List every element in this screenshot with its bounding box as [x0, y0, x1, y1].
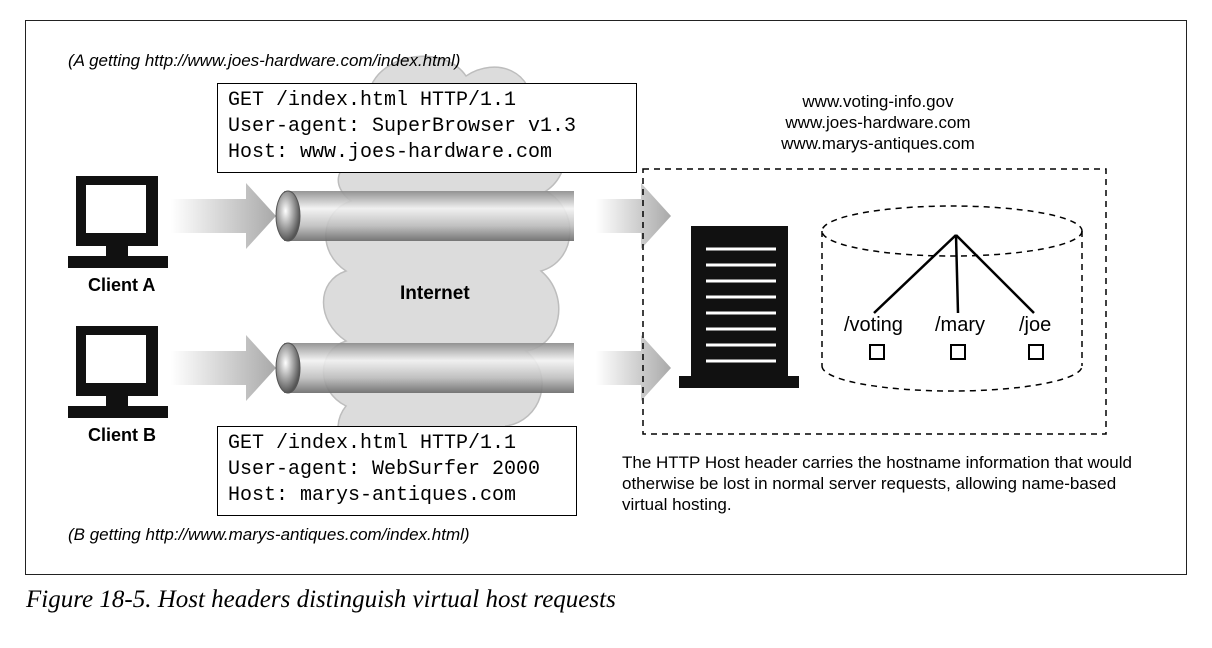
directory-voting: /voting — [844, 314, 903, 336]
figure-caption: Figure 18-5. Host headers distinguish vi… — [26, 586, 616, 613]
virtual-host-boundary — [642, 168, 1107, 435]
request-path-b — [171, 335, 671, 401]
host-name: www.voting-info.gov — [802, 92, 954, 111]
virtual-host-names: www.voting-info.gov www.joes-hardware.co… — [764, 91, 992, 154]
computer-icon — [68, 326, 168, 418]
user-agent-header: User-agent: SuperBrowser v1.3 — [228, 115, 577, 138]
request-path-a — [171, 183, 671, 249]
computer-icon — [68, 176, 168, 268]
server-icon — [679, 226, 799, 388]
request-headers-b: GET /index.html HTTP/1.1 User-agent: Web… — [217, 426, 577, 516]
request-headers-a: GET /index.html HTTP/1.1 User-agent: Sup… — [217, 83, 637, 173]
directory-tree — [873, 234, 1035, 314]
file-icon — [950, 344, 966, 360]
host-name: www.joes-hardware.com — [785, 113, 971, 132]
file-icon — [1028, 344, 1044, 360]
caption-client-a: (A getting http://www.joes-hardware.com/… — [68, 51, 461, 70]
host-header: Host: www.joes-hardware.com — [228, 141, 553, 164]
host-header: Host: marys-antiques.com — [228, 484, 517, 507]
storage-cylinder-icon — [821, 205, 1083, 392]
file-icon — [869, 344, 885, 360]
directory-joe: /joe — [1019, 314, 1052, 336]
request-line: GET /index.html HTTP/1.1 — [228, 432, 517, 455]
explanatory-note: The HTTP Host header carries the hostnam… — [622, 453, 1132, 514]
diagram-frame: (A getting http://www.joes-hardware.com/… — [25, 20, 1187, 575]
internet-label: Internet — [400, 283, 470, 304]
caption-client-b: (B getting http://www.marys-antiques.com… — [68, 525, 470, 544]
host-name: www.marys-antiques.com — [781, 134, 975, 153]
client-a-label: Client A — [88, 275, 156, 295]
user-agent-header: User-agent: WebSurfer 2000 — [228, 458, 541, 481]
directory-mary: /mary — [935, 314, 985, 336]
request-line: GET /index.html HTTP/1.1 — [228, 89, 517, 112]
client-b-label: Client B — [88, 425, 157, 445]
